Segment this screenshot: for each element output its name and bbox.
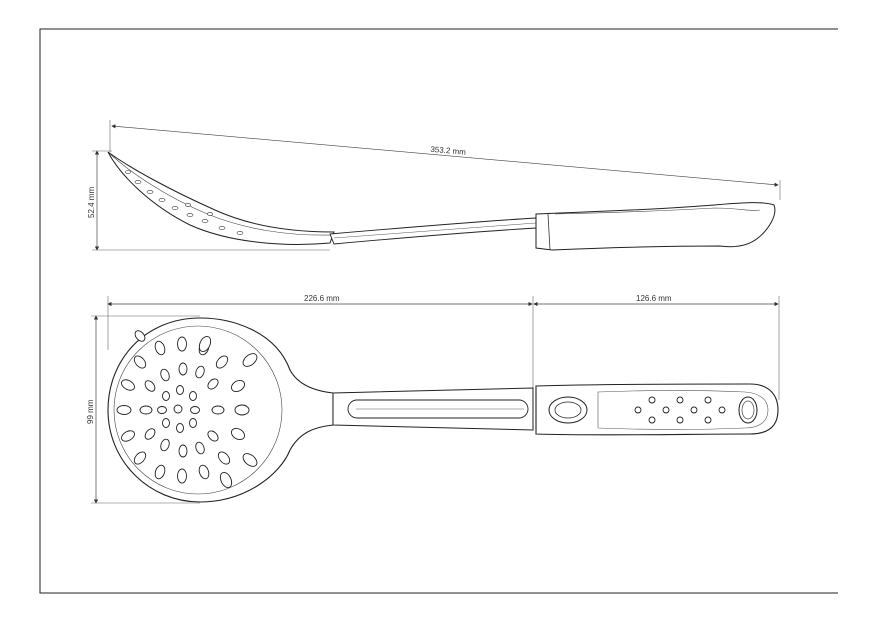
handle-dots [634,396,726,424]
spoon-head-side [107,151,335,245]
handle-collar-side [547,213,551,251]
skimmer-holes [116,330,258,489]
handle-grip-line-side [554,207,761,215]
hang-hole-inner [741,400,755,420]
handle-grip-outline [597,390,769,430]
side-view: 353.2 mm 52.4 mm [87,120,781,251]
dimension-line-overall-length [111,124,779,187]
handle-top [535,383,779,436]
spoon-rim-side [109,153,333,236]
handle-left-oval-inner [554,401,582,419]
shaft-line-side [333,222,537,239]
handle-side [535,202,776,251]
dimension-head-length: 226.6 mm [304,294,340,303]
dimension-head-width: 99 mm [86,399,95,424]
dimension-handle-length: 126.6 mm [636,294,672,303]
dimension-side-height: 52.4 mm [87,187,96,218]
side-holes [125,170,244,235]
shaft-side [329,217,537,245]
top-view: 226.6 mm 126.6 mm 99 mm [86,294,780,504]
skimmer-rim-inner [113,325,283,495]
drawing-frame [39,28,838,594]
dimension-overall-length: 353.2 mm [430,145,467,157]
